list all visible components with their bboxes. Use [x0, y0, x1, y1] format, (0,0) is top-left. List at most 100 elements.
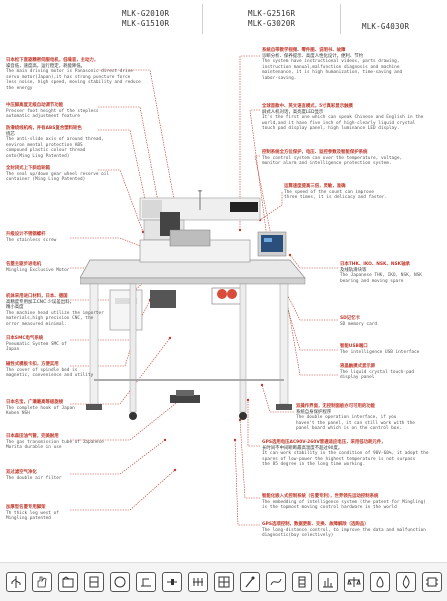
slider-icon — [162, 572, 182, 592]
note-cn: 及线轨滑块等 — [340, 267, 367, 273]
note-cn: 升级设计不锈钢螺杆 — [6, 232, 46, 237]
note-en: The long-distance control, to improve th… — [262, 527, 426, 539]
note-en: The machine head utilize the importer ma… — [6, 310, 104, 327]
note-usb-interface: 智能USB端口 The intelligence USB interface — [340, 344, 440, 355]
model-header: MLK-G2010R MLK-G1510R MLK-G2516R MLK-G30… — [0, 0, 447, 38]
note-cn: 双过滤空气净化 — [6, 470, 37, 475]
note-exclusive-motor: 名菱主驱步进电机 Mingling Exclusive Motor — [6, 262, 72, 273]
model-name: MLK-G4030R — [362, 22, 410, 31]
note-gas-tube: 日本森田油气管，完美耐用 The gas transmission tube o… — [6, 434, 104, 451]
note-cn: 名菱主驱步进电机 — [6, 262, 42, 267]
thread-icon — [266, 572, 286, 592]
note-en: It can work stability in the condition o… — [262, 451, 429, 468]
model-name: MLK-G1510R — [122, 19, 170, 28]
note-en: The control system can over the temperat… — [262, 155, 403, 167]
note-cn: 双操作界面，无控制面板亦可可用的功能 — [296, 404, 376, 409]
model-group-1: MLK-G2010R MLK-G1510R — [122, 9, 169, 29]
note-cn: 全封闭式上下斜齿轮箱 — [6, 166, 50, 171]
note-speed: 运算速度提高三倍，灵敏，准确 The speed of the count ca… — [284, 184, 434, 201]
circle-icon — [110, 572, 130, 592]
note-cn: SD记忆卡 — [340, 316, 360, 321]
note-en: The double operation interface, if you h… — [296, 415, 415, 432]
note-en: Th thick leg west of Mingling patented — [6, 510, 59, 522]
bobbin-icon — [84, 572, 104, 592]
motor-icon — [188, 572, 208, 592]
note-cn: 绕芯 — [6, 131, 15, 137]
note-bearing: 日本THK、IKO、NSK、NSK轴承 及线轨滑块等 The Japanese … — [340, 262, 440, 284]
note-cn: 长时间不中间断断最高温度不超过90度。 — [262, 445, 343, 451]
note-machine-head: 机体采用进口材料，日本、德国 高精度专用加工CNC 少误差出料，精小高度 The… — [6, 294, 104, 328]
note-cn: 加厚型名菱专用脚架 — [6, 505, 46, 510]
note-en: The Japanese THK, IKO, NSK, NSK bearing … — [340, 273, 422, 284]
note-cn: 日本THK、IKO、NSK、NSK轴承 — [340, 262, 410, 267]
folder-icon — [58, 572, 78, 592]
note-thick-leg: 加厚型名菱专用脚架 Th thick leg west of Mingling … — [6, 505, 82, 522]
note-complete-hook: 日本名宝，广濑最高等级旋梭 The complete hook of Japan… — [6, 400, 76, 417]
note-en: SD memory card — [340, 321, 378, 327]
chip-icon — [422, 572, 442, 592]
note-cn: 噪音低，速度高，运行稳定，耗能降低。 — [6, 63, 86, 69]
note-touch-display: 液晶触摸式显示屏 The liquid crystal touch-pad di… — [340, 364, 440, 381]
usb-icon — [6, 572, 26, 592]
note-cn: 智能USB端口 — [340, 344, 368, 349]
scale-icon — [318, 572, 338, 592]
note-cn: 诊断分析、保养提示、高度人性化设计，便利、节约 — [262, 53, 363, 59]
note-en: Mingling Exclusive Motor — [6, 267, 70, 273]
model-name: MLK-G3020R — [248, 19, 296, 28]
model-name: MLK-G2516R — [248, 9, 296, 18]
grid-icon — [214, 572, 234, 592]
note-magnetic-cover: 磁性式模板卡扣，方便实用 The cover of spindle bed is… — [6, 362, 94, 379]
needle-icon — [240, 572, 260, 592]
note-cn: 屏式人机对话，高亮度LED显示 — [262, 109, 324, 115]
note-cn: GPS选项控制，数据更新、交换、故障解除（选购品） — [262, 522, 369, 527]
note-control-protection: 控制系统全方位保护，电压、监控参数及智能保护系统 The control sys… — [262, 150, 442, 167]
note-sd-card: SD记忆卡 SD memory card — [340, 316, 440, 327]
note-cn: 日本名宝，广濑最高等级旋梭 — [6, 400, 64, 405]
presser-icon — [136, 572, 156, 592]
note-cn: 智能化嵌入式控制系统（名菱专利），世界领先运动控制系统 — [262, 494, 379, 499]
hand-icon — [32, 572, 52, 592]
note-presser-foot: 中压脚高度无级自动调节功能 Presser foot height of the… — [6, 103, 102, 120]
note-cn: 全球首款中、英文语言模式，5寸真彩显示触摸 — [262, 104, 353, 109]
note-cn: GPS选用电压AC90V-260V普通适应电压，采用低功耗元件， — [262, 440, 386, 445]
note-stainless-screw: 升级设计不锈钢螺杆 The stainless screw — [6, 232, 72, 243]
note-embedded-system: 智能化嵌入式控制系统（名菱专利），世界领先运动控制系统 The embeddin… — [262, 494, 444, 511]
note-double-interface: 双操作界面，无控制面板亦可可用的功能 系统自身保护程序 The double o… — [296, 404, 444, 432]
model-name: MLK-G2010R — [122, 9, 170, 18]
note-cn: 机体采用进口材料，日本、德国 — [6, 294, 68, 299]
note-anti-slide: 防滑绕线机构，并有ABS复合塑料轮色 绕芯 The anti-slide axi… — [6, 126, 104, 160]
note-teaching-video: 系统自带教学视频、零件图、说明书、故障 诊断分析、保养提示、高度人性化设计，便利… — [262, 48, 442, 82]
note-en: The gas transmission tube of Japanese Mo… — [6, 439, 104, 451]
note-en: The liquid crystal touch-pad display pan… — [340, 369, 415, 381]
note-en: It's the first one which can speak Chine… — [262, 115, 424, 132]
note-cn: 日本SMC电气系统 — [6, 336, 44, 341]
note-en: Pneumatic System SMC of Japan — [6, 341, 67, 353]
note-en: The intelligence USB interface — [340, 349, 420, 355]
balance-icon — [344, 572, 364, 592]
model-group-2: MLK-G2516R MLK-G3020R — [248, 9, 295, 29]
note-en: The system have instructional videos, pa… — [262, 59, 403, 81]
note-cn: 系统自带教学视频、零件图、说明书、故障 — [262, 48, 346, 53]
note-cn: 控制系统全方位保护，电压、监控参数及智能保护系统 — [262, 150, 368, 155]
note-cn: 中压脚高度无级自动调节功能 — [6, 103, 64, 108]
note-en: The seal up/down gear wheel reserve oil … — [6, 171, 110, 183]
note-smc-pneumatic: 日本SMC电气系统 Pneumatic System SMC of Japan — [6, 336, 76, 353]
note-en: The anti-slide axis of around thread, en… — [6, 137, 104, 159]
note-cn: 运算速度提高三倍，灵敏，准确 — [284, 184, 346, 189]
note-en: The speed of the count can improve three… — [284, 189, 388, 201]
note-en: The stainless screw — [6, 237, 57, 243]
note-en: Presser foot height of the stepless auto… — [6, 108, 99, 120]
model-divider — [202, 4, 203, 34]
note-en: The cover of spindle bed is magnetic, co… — [6, 367, 94, 379]
sewing-machine-illustration — [80, 190, 306, 420]
note-en: The double air filter — [6, 475, 62, 481]
note-gear-box: 全封闭式上下斜齿轮箱 The seal up/down gear wheel r… — [6, 166, 110, 183]
note-cn: 系统自身保护程序 — [296, 409, 332, 415]
note-voltage: GPS选用电压AC90V-260V普通适应电压，采用低功耗元件， 长时间不中间断… — [262, 440, 444, 468]
note-main-motor: 日本松下直驱精密伺服电机，低噪音，主动力， 噪音低，速度高，运行稳定，耗能降低。… — [6, 58, 141, 92]
note-cn: 日本森田油气管，完美耐用 — [6, 434, 59, 439]
feature-icon-bar — [0, 562, 447, 601]
note-cn: 高精度专用加工CNC 少误差出料，精小高度 — [6, 299, 74, 311]
note-cn: 液晶触摸式显示屏 — [340, 364, 376, 369]
spool-icon — [292, 572, 312, 592]
